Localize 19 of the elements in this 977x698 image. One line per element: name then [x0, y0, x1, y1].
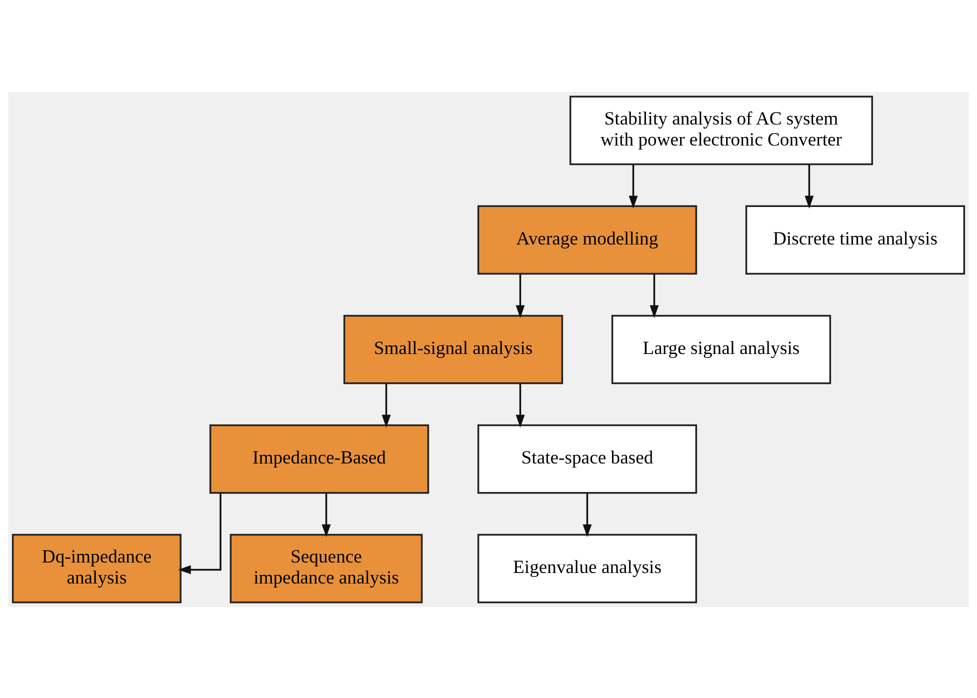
arrow	[516, 383, 525, 428]
node-box: Small-signal analysis	[343, 314, 564, 384]
arrow	[322, 492, 331, 537]
node-box: Dq-impedance analysis	[12, 533, 182, 603]
node-box: Eigenvalue analysis	[477, 533, 698, 603]
arrow	[582, 492, 592, 537]
arrow	[804, 164, 814, 208]
node-box: Stability analysis of AC system with power electronic Converter	[569, 95, 873, 165]
arrow	[516, 274, 525, 318]
node-box: Discrete time analysis	[745, 204, 966, 274]
arrow	[628, 164, 638, 208]
node-box: Average modelling	[477, 204, 698, 274]
node-box: Sequence impedance analysis	[230, 533, 423, 603]
arrow	[382, 383, 391, 428]
arrow	[650, 274, 659, 318]
arrow	[178, 492, 222, 574]
node-box: Large signal analysis	[611, 314, 832, 384]
node-box: Impedance-Based	[209, 424, 430, 494]
node-box: State-space based	[477, 424, 698, 494]
